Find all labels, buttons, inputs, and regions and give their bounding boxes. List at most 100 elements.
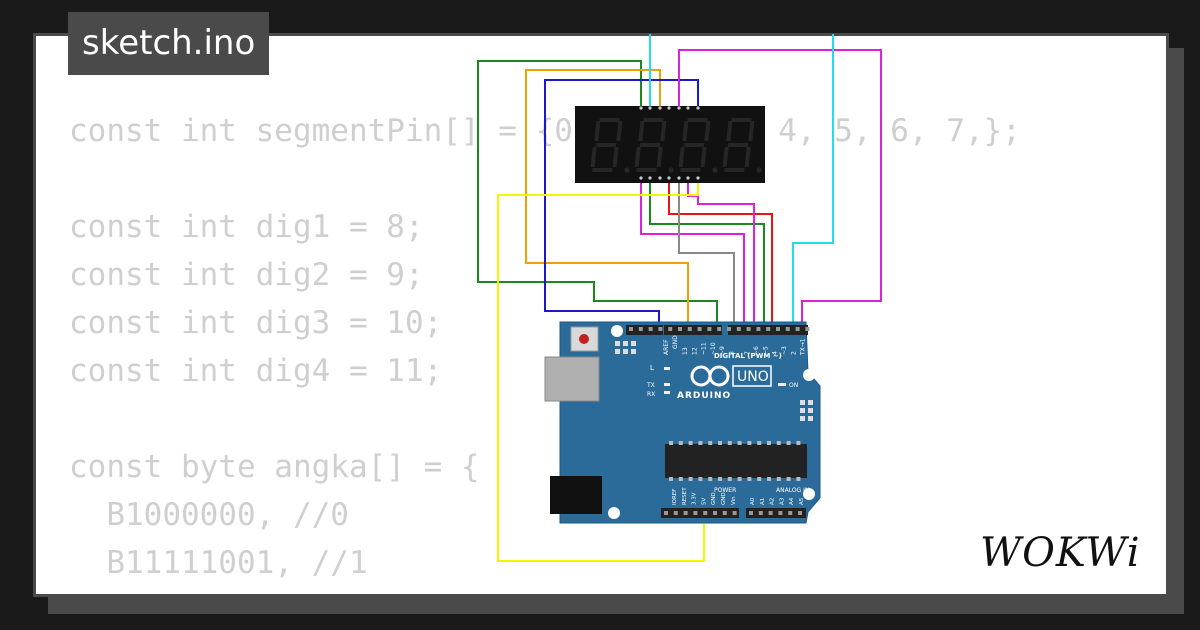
power-jack [550,476,602,514]
header-pin [673,511,678,515]
display-pin [677,106,681,110]
chip-leg [727,441,732,445]
header-pin [805,327,810,331]
pin-label: 8 [729,351,736,355]
mounting-hole [803,488,815,500]
pin-label: IOREF [672,489,678,505]
usb-port [544,356,600,402]
chip-leg [698,477,703,481]
wire-magenta [640,178,745,330]
segment [660,121,667,141]
segment [590,147,597,167]
pin-label: RX←0 [809,338,816,355]
chip-leg [688,477,693,481]
pin-label: RESET [682,487,688,505]
pin-label: ~3 [781,346,788,355]
segment [639,143,661,147]
chip-leg [718,441,722,445]
segment [599,118,620,122]
segment [680,168,701,172]
icsp-pin [808,416,813,421]
segment [595,143,617,147]
pin-label: 4 [772,351,779,355]
segment [616,121,623,141]
brand-label: ARDUINO [677,391,731,401]
chip-leg [737,477,742,481]
segment [636,168,657,172]
led-tx [664,383,670,386]
pin-label: 7 [744,351,751,355]
pin-label: A0 [750,497,756,505]
display-pin [696,176,700,180]
chip-leg [767,477,771,481]
model-box [732,365,772,387]
segment [704,121,711,141]
pin-label: TX→1 [800,338,807,356]
header-pin [756,327,761,331]
display-digit [590,118,630,173]
display-pin [639,176,643,180]
reset-button-cap [579,334,589,344]
wire-magenta [678,49,882,330]
model-label: UNO [737,369,769,385]
pin-label: 12 [691,347,698,355]
atmega-chip [665,444,807,478]
code-line: const int dig3 = 10; [69,305,443,341]
chip-leg [669,441,673,445]
header-pin [687,327,692,331]
led-on [778,383,786,386]
segment [612,147,619,167]
chip-leg [718,477,722,481]
header-pin [776,327,780,331]
segment [724,168,745,172]
display-pin [648,106,652,110]
chip-leg [776,477,781,481]
pin-label: ~5 [762,346,769,355]
display-pin [686,176,690,180]
decimal-point [624,167,630,173]
pin-label: GND [711,492,717,505]
chip-leg [678,477,683,481]
seven-segment-display: 8.8.8.8. [575,106,765,183]
segment [744,147,751,167]
display-pin [658,176,662,180]
icsp-pin [631,341,636,346]
mounting-hole [611,325,623,337]
pin-label: 5V [701,498,707,505]
header-pin [746,327,751,331]
header-pin [768,511,773,515]
pin-label: ~6 [753,346,760,355]
display-pin [677,176,681,180]
chip-leg [727,477,732,481]
chip-leg [747,477,752,481]
digital-header-label: DIGITAL (PWM ~) [714,352,782,360]
led-l [664,367,670,370]
header-pin [722,511,727,515]
segment [634,147,641,167]
chip-leg [708,441,713,445]
filename-tab[interactable]: sketch.ino [68,12,270,75]
chip-leg [776,441,781,445]
header-pin [785,327,790,331]
chip-leg [747,441,752,445]
header-pin [683,511,688,515]
header-pin [727,327,731,331]
header-pin [664,511,668,515]
chip-leg [796,477,801,481]
header-pin [703,511,708,515]
header-pin [629,327,633,331]
pin-label: AREF [663,339,670,355]
header-pin [648,327,653,331]
display-digit [678,118,718,173]
pin-label: A3 [779,497,785,505]
code-line: const int dig2 = 9; [69,257,424,293]
wire-orange [525,69,689,330]
segment [656,147,663,167]
display-pin [686,106,690,110]
pin-label: ~9 [719,346,726,355]
wires [477,34,882,562]
led-rx-label: RX [647,391,655,398]
segment [731,118,752,122]
